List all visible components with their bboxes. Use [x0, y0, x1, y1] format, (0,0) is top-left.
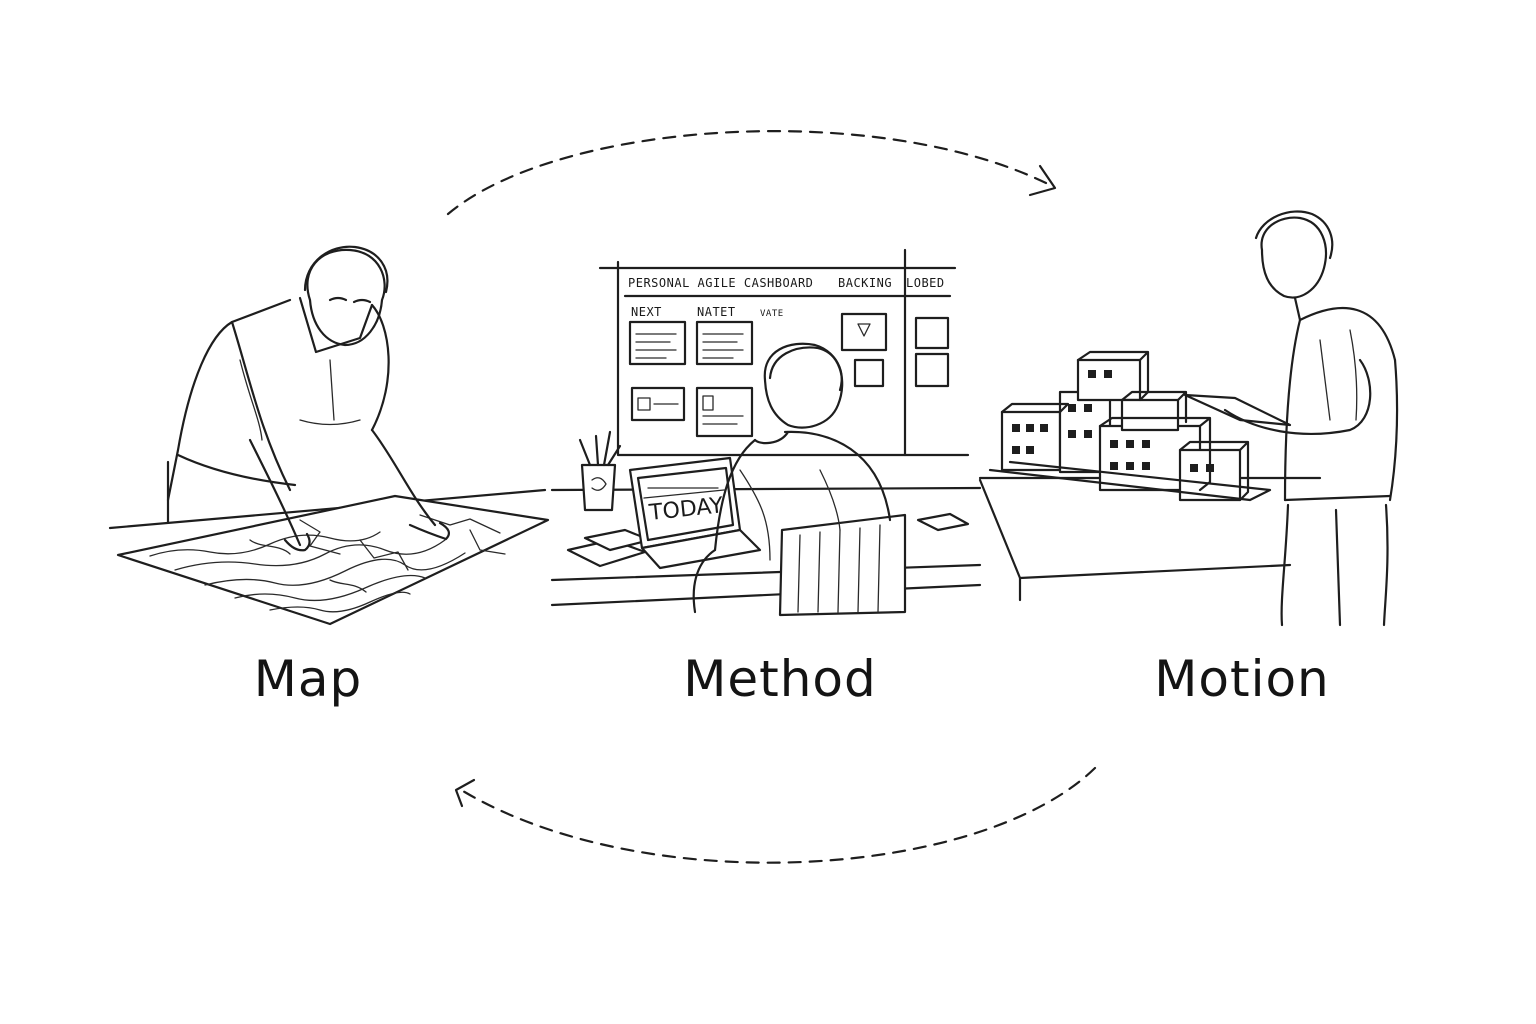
map-scene [108, 245, 550, 626]
bottom-cycle-arrow [454, 766, 1097, 864]
stage-label-method: Method [683, 650, 877, 708]
map-person-head [306, 248, 386, 347]
building-windows [1012, 370, 1214, 472]
motion-scene [978, 210, 1399, 627]
method-person-head [763, 342, 844, 429]
board-title: PERSONAL AGILE CASHBOARD [628, 276, 813, 290]
motion-person-head [1260, 216, 1328, 299]
board-col-lobed: LOBED [906, 276, 945, 290]
board-col-backing: BACKING [838, 276, 892, 290]
stage-label-motion: Motion [1154, 650, 1330, 708]
method-scene: PERSONAL AGILE CASHBOARD BACKING LOBED N… [550, 248, 982, 617]
stage-label-map: Map [253, 650, 363, 708]
building-model [988, 350, 1272, 502]
board-col-natet: NATET [697, 305, 736, 319]
board-cards [628, 312, 950, 438]
map-sheet [116, 494, 550, 626]
board-col-vate: VATE [760, 309, 784, 319]
board-col-next: NEXT [631, 305, 662, 319]
top-cycle-arrow [446, 130, 1057, 216]
